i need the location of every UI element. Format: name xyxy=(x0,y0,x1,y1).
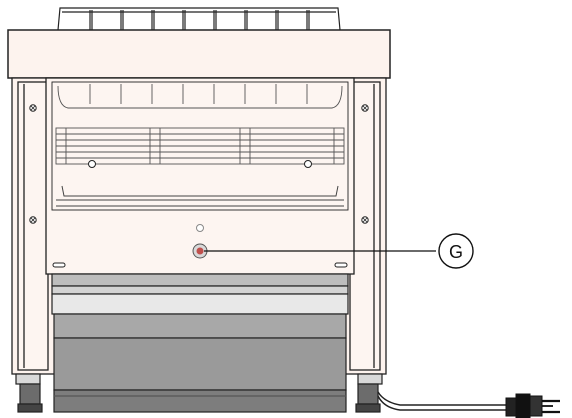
rack-fastener-icon xyxy=(88,160,96,168)
heating-rack xyxy=(55,84,345,165)
vent-hole-icon xyxy=(196,224,204,232)
foot xyxy=(15,373,41,385)
foot-group xyxy=(15,373,383,413)
foot xyxy=(355,403,381,413)
power-cord xyxy=(377,391,506,411)
foot xyxy=(17,403,43,413)
crumb-tray xyxy=(56,185,344,207)
foot xyxy=(357,383,379,405)
power-plug-icon xyxy=(505,393,560,418)
screw-icon-group xyxy=(29,104,369,224)
rack-fastener-icon-group xyxy=(88,160,312,168)
foot xyxy=(19,383,41,405)
lower-base xyxy=(51,273,349,413)
front-door xyxy=(45,77,355,275)
callout-g-label: G xyxy=(449,242,463,262)
door-slot xyxy=(52,262,66,268)
door-slot xyxy=(334,262,348,268)
top-wire-rack xyxy=(57,7,341,31)
top-hood xyxy=(7,29,391,79)
foot xyxy=(357,373,383,385)
callout-g: G xyxy=(204,233,474,269)
rack-fastener-icon xyxy=(304,160,312,168)
door-slot-group xyxy=(52,262,348,268)
